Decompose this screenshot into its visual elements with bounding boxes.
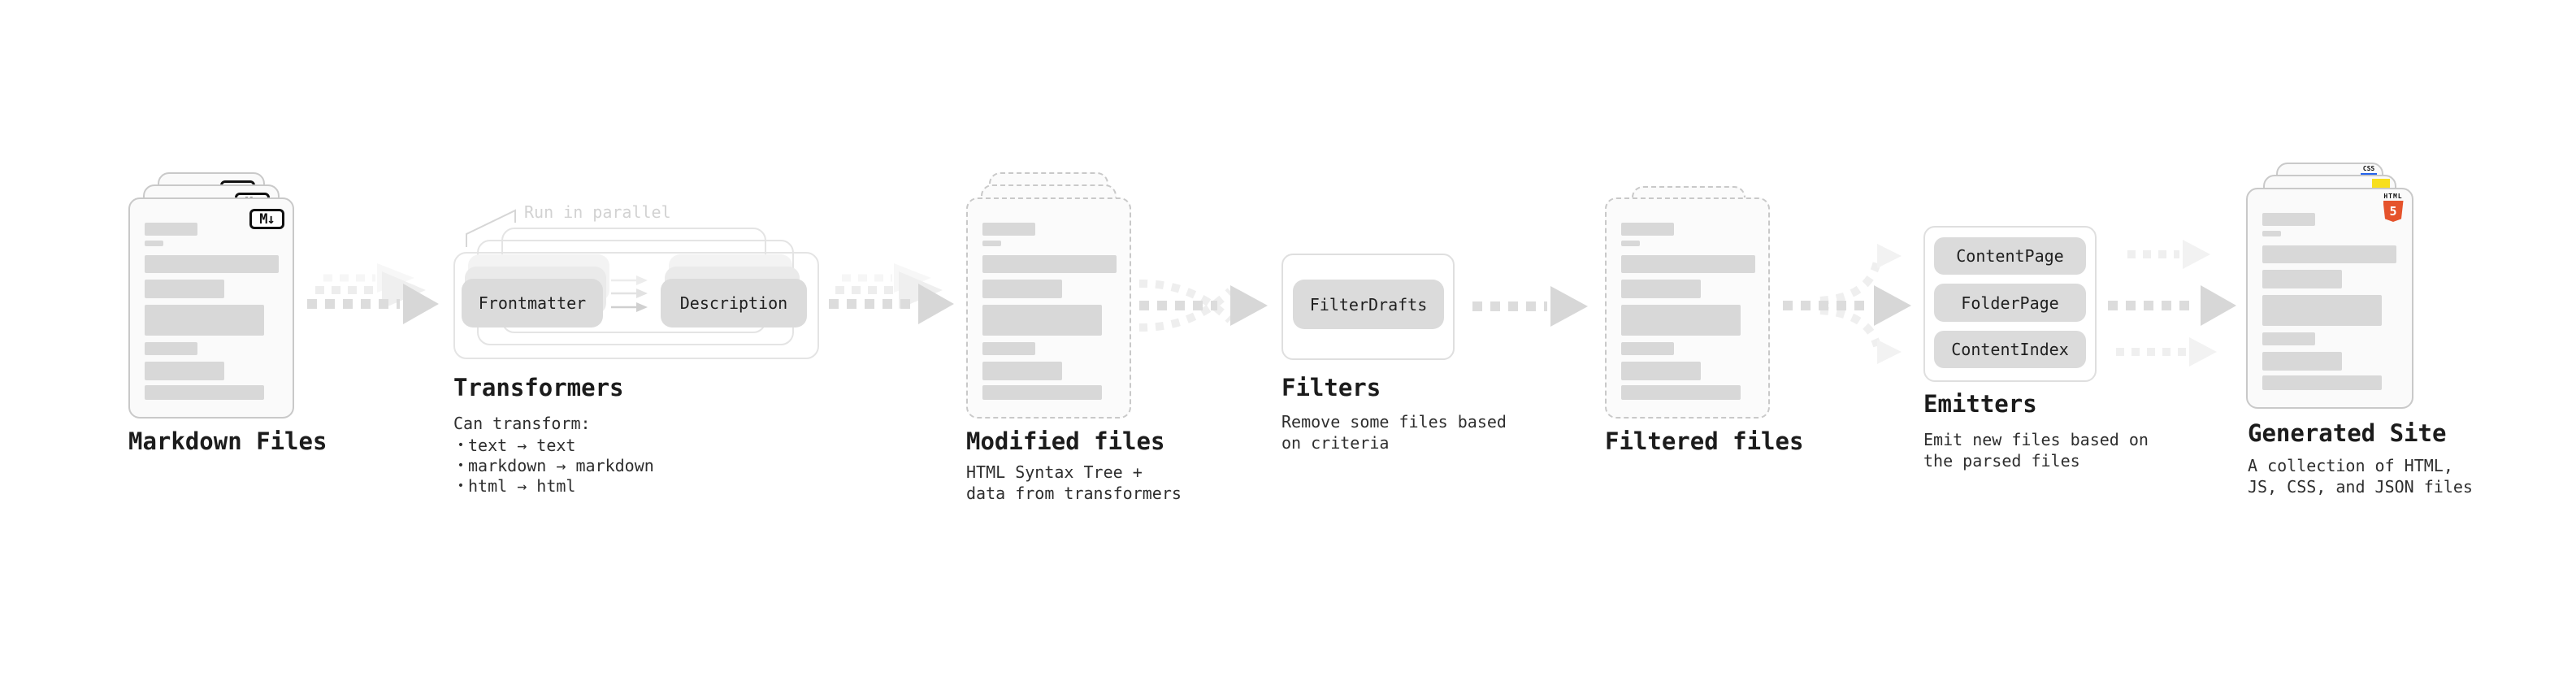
bullet-icon: • — [457, 439, 465, 452]
text-line-bar — [145, 280, 224, 298]
css-icon-text: CSS — [2362, 165, 2375, 172]
text-line-bar — [982, 342, 1035, 355]
text-line-bar — [2262, 213, 2315, 226]
text-line-bar — [145, 342, 197, 355]
arrow-modified-to-filters-merge — [1138, 279, 1268, 332]
transformer-layer-front — [453, 252, 819, 359]
text-line-bar — [2262, 352, 2342, 371]
arrow-filters-to-filtered — [1472, 286, 1588, 327]
text-line-bar — [145, 241, 163, 246]
text-line-bar — [1621, 280, 1701, 298]
text-line-bar — [2262, 375, 2382, 390]
text-line-bar — [2262, 332, 2315, 345]
filters-heading: Filters — [1281, 374, 1381, 401]
text-line-bar — [2262, 245, 2396, 263]
text-line-bar — [2262, 270, 2342, 288]
filtered-files-label: Filtered files — [1605, 427, 1804, 455]
markdown-file-card-front: M↓ — [128, 197, 294, 419]
emitters-caption: Emit new files based on the parsed files — [1923, 430, 2149, 471]
text-line-bar — [1621, 305, 1741, 336]
text-line-bar — [982, 362, 1062, 380]
text-line-bar — [1621, 223, 1674, 236]
bullet-icon: • — [457, 479, 465, 492]
arrow-transformers-to-modified — [829, 263, 954, 324]
text-line-bar — [145, 305, 264, 336]
text-line-bar — [982, 385, 1102, 400]
html5-icon: HTML 5 — [2381, 193, 2405, 222]
bullet-text: markdown → markdown — [468, 456, 654, 475]
bullet-text: text → text — [468, 436, 576, 455]
bullet-icon: • — [457, 459, 465, 472]
filtered-file-card-front — [1605, 197, 1770, 419]
description-pill: Description — [661, 279, 807, 327]
bullet-item: •markdown → markdown — [453, 456, 654, 476]
text-line-bar — [982, 255, 1117, 273]
bullet-text: html → html — [468, 476, 576, 496]
text-line-bar — [982, 280, 1062, 298]
bullet-item: •html → html — [453, 476, 654, 497]
markdown-icon: M↓ — [249, 209, 284, 229]
transformers-caption: Can transform: — [453, 414, 591, 433]
transformers-heading: Transformers — [453, 374, 624, 401]
css-icon: CSS — [2361, 166, 2377, 176]
generated-file-card-front: HTML 5 — [2246, 188, 2413, 409]
emitters-heading: Emitters — [1923, 390, 2037, 418]
generated-site-caption: A collection of HTML, JS, CSS, and JSON … — [2248, 456, 2473, 497]
modified-files-caption: HTML Syntax Tree + data from transformer… — [966, 462, 1182, 503]
html5-icon-shield: 5 — [2383, 201, 2404, 222]
modified-file-card-front — [966, 197, 1131, 419]
content-page-pill: ContentPage — [1934, 237, 2086, 275]
arrow-filtered-to-emitters-split — [1783, 244, 1911, 364]
run-in-parallel-label: Run in parallel — [524, 202, 671, 222]
text-line-bar — [145, 255, 279, 273]
text-line-bar — [145, 362, 224, 380]
markdown-files-label: Markdown Files — [128, 427, 327, 455]
html5-icon-word: HTML — [2383, 193, 2403, 200]
text-line-bar — [1621, 241, 1640, 246]
javascript-icon — [2372, 179, 2390, 189]
filter-drafts-pill: FilterDrafts — [1293, 280, 1444, 329]
generated-site-label: Generated Site — [2248, 419, 2447, 447]
text-line-bar — [2262, 231, 2281, 236]
text-line-bar — [145, 385, 264, 400]
transformers-bullet-list: •text → text •markdown → markdown •html … — [453, 436, 654, 497]
modified-files-label: Modified files — [966, 427, 1165, 455]
frontmatter-pill: Frontmatter — [462, 279, 603, 327]
arrow-markdown-to-transformers — [307, 263, 439, 324]
text-line-bar — [145, 223, 197, 236]
folder-page-pill: FolderPage — [1934, 284, 2086, 322]
text-line-bar — [982, 305, 1102, 336]
text-line-bar — [1621, 255, 1755, 273]
text-line-bar — [1621, 342, 1674, 355]
content-index-pill: ContentIndex — [1934, 331, 2086, 368]
text-line-bar — [2262, 295, 2382, 326]
text-line-bar — [1621, 385, 1741, 400]
bullet-item: •text → text — [453, 436, 654, 456]
text-line-bar — [982, 241, 1001, 246]
text-line-bar — [1621, 362, 1701, 380]
text-line-bar — [982, 223, 1035, 236]
css-icon-underline — [2361, 173, 2377, 176]
filters-caption: Remove some files based on criteria — [1281, 412, 1507, 453]
arrow-emitters-to-generated — [2108, 240, 2236, 367]
html5-icon-number: 5 — [2389, 204, 2397, 219]
